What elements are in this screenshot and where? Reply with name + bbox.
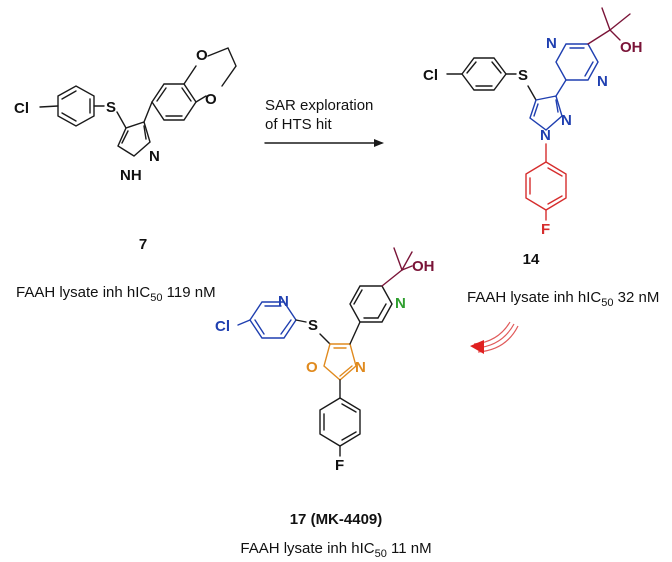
nitrogen-atom-17c: N xyxy=(395,295,406,312)
fluorine-atom-14: F xyxy=(541,221,550,238)
compound-17-number: 17 (MK-4409) xyxy=(290,511,383,528)
nitrogen-atom-14d: N xyxy=(597,73,608,90)
chlorine-atom-17: Cl xyxy=(215,318,230,335)
nh-group-7: NH xyxy=(120,167,142,184)
nitrogen-atom-17a: N xyxy=(278,293,289,310)
optimization-arrow xyxy=(470,321,519,354)
oxygen-atom-7a: O xyxy=(196,47,208,64)
nitrogen-atom-17b: N xyxy=(355,359,366,376)
chlorine-atom-14: Cl xyxy=(423,67,438,84)
compound-7-number: 7 xyxy=(139,236,147,253)
compound-7-structure: Cl S N NH O O xyxy=(14,47,237,184)
arrow-label-line2: of HTS hit xyxy=(265,116,333,133)
oxygen-atom-7b: O xyxy=(205,91,217,108)
nitrogen-atom-14b: N xyxy=(540,127,551,144)
fluorine-atom-17: F xyxy=(335,457,344,474)
sulfur-atom-14: S xyxy=(518,67,528,84)
chlorine-atom-7: Cl xyxy=(14,100,29,117)
hydroxyl-group-17: OH xyxy=(412,258,435,275)
compound-17-structure: Cl N S O N N OH F xyxy=(215,247,435,474)
compound-14-activity: FAAH lysate inh hIC50 32 nM xyxy=(467,289,659,309)
nitrogen-atom-7: N xyxy=(149,148,160,165)
sulfur-atom-17: S xyxy=(308,317,318,334)
compound-14-structure: Cl S N N N N OH F xyxy=(423,7,643,238)
arrow-label-line1: SAR exploration xyxy=(265,97,373,114)
compound-14-number: 14 xyxy=(523,251,540,268)
reaction-arrow-head xyxy=(374,139,384,147)
compound-7-activity: FAAH lysate inh hIC50 119 nM xyxy=(16,284,216,304)
nitrogen-atom-14a: N xyxy=(561,112,572,129)
hydroxyl-group-14: OH xyxy=(620,39,643,56)
compound-17-activity: FAAH lysate inh hIC50 11 nM xyxy=(240,540,431,560)
oxygen-atom-17: O xyxy=(306,359,318,376)
sulfur-atom-7: S xyxy=(106,99,116,116)
nitrogen-atom-14c: N xyxy=(546,35,557,52)
